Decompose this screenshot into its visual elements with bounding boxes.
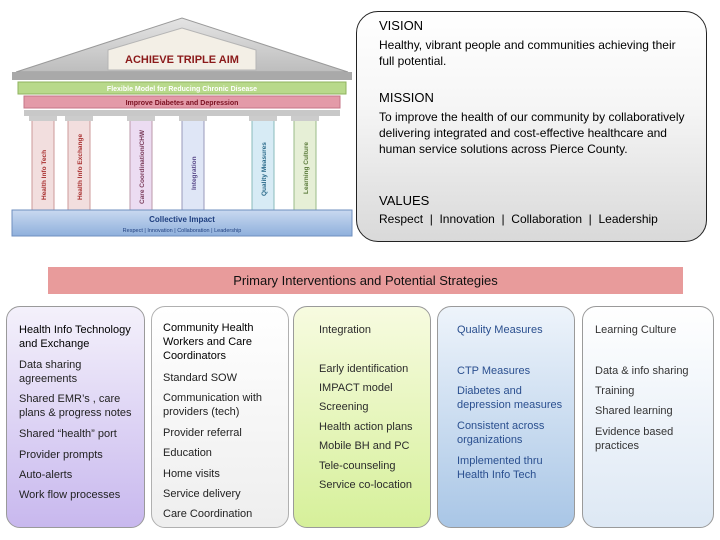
- pillar-label: Care Coordination/CHW: [139, 129, 146, 204]
- list-item: Standard SOW: [163, 372, 237, 384]
- column-heading: Quality Measures: [457, 324, 543, 336]
- pillar-health-info-exchange: Health Info Exchange: [65, 116, 93, 211]
- list-item: Implemented thru Health Info Tech: [457, 455, 543, 481]
- list-item: Work flow processes: [19, 489, 121, 501]
- temple-base-title: Collective Impact: [149, 215, 215, 224]
- pillar-integration: Integration: [179, 116, 207, 211]
- pillar-care-coordination: Care Coordination/CHW: [127, 116, 155, 211]
- column-health-info-technology: Health Info Technology and Exchange Data…: [6, 306, 145, 528]
- list-item: Screening: [319, 401, 369, 413]
- list-item: Data & info sharing: [595, 365, 689, 377]
- column-integration: Integration Early identification IMPACT …: [293, 306, 431, 528]
- column-heading: Integration: [319, 324, 371, 336]
- pillar-quality-measures: Quality Measures: [249, 116, 277, 211]
- pillar-label: Quality Measures: [261, 142, 268, 196]
- vision-text: Healthy, vibrant people and communities …: [379, 38, 676, 68]
- list-item: CTP Measures: [457, 365, 531, 377]
- column-heading: Learning Culture: [595, 324, 677, 336]
- list-item: Mobile BH and PC: [319, 440, 410, 452]
- vision-mission-values-panel: VISION Healthy, vibrant people and commu…: [356, 11, 707, 242]
- values-heading: VALUES: [379, 193, 430, 208]
- pillar-label: Learning Culture: [303, 142, 310, 194]
- list-item: Tele-counseling: [319, 460, 396, 472]
- list-item: Education: [163, 447, 212, 459]
- list-item: Training: [595, 385, 635, 397]
- column-heading: Community Health Workers and Care Coordi…: [163, 322, 254, 362]
- list-item: Shared EMR’s , care plans & progress not…: [19, 393, 132, 419]
- column-quality-measures: Quality Measures CTP Measures Diabetes a…: [437, 306, 575, 528]
- mission-text: To improve the health of our community b…: [379, 110, 685, 156]
- pillar-label: Health Info Exchange: [77, 134, 84, 200]
- temple-pillars: Health Info Tech Health Info Exchange Ca…: [29, 116, 319, 211]
- temple-base: [11, 209, 353, 237]
- list-item: Service co-location: [319, 479, 412, 491]
- column-heading: Health Info Technology and Exchange: [19, 324, 131, 350]
- list-item: Provider prompts: [19, 449, 103, 461]
- column-learning-culture: Learning Culture Data & info sharing Tra…: [582, 306, 714, 528]
- list-item: Consistent across organizations: [457, 420, 545, 446]
- list-item: Communication with providers (tech): [163, 392, 263, 418]
- list-item: Shared learning: [595, 405, 673, 417]
- list-item: Auto-alerts: [19, 469, 73, 481]
- list-item: Data sharing agreements: [19, 359, 82, 385]
- list-item: Home visits: [163, 468, 220, 480]
- list-item: Health action plans: [319, 421, 413, 433]
- list-item: Shared “health” port: [19, 428, 117, 440]
- pillar-learning-culture: Learning Culture: [291, 116, 319, 211]
- temple-band2-label: Improve Diabetes and Depression: [126, 100, 239, 107]
- temple-title: ACHIEVE TRIPLE AIM: [125, 54, 239, 66]
- pillar-health-info-tech: Health Info Tech: [29, 116, 57, 211]
- strategies-banner: Primary Interventions and Potential Stra…: [48, 267, 683, 294]
- list-item: Provider referral: [163, 427, 242, 439]
- list-item: Care Coordination: [163, 508, 253, 520]
- temple-band-improve: [23, 95, 341, 109]
- vision-heading: VISION: [379, 18, 424, 33]
- list-item: Early identification: [319, 363, 409, 375]
- column-community-health-workers: Community Health Workers and Care Coordi…: [151, 306, 289, 528]
- temple-diagram: ACHIEVE TRIPLE AIM Flexible Model for Re…: [11, 17, 353, 237]
- temple-base-values: Respect | Innovation | Collaboration | L…: [123, 228, 242, 234]
- temple-band-flexible-model: [17, 81, 347, 95]
- list-item: Evidence based practices: [595, 426, 674, 452]
- values-text: Respect | Innovation | Collaboration | L…: [379, 212, 658, 226]
- pillar-label: Integration: [191, 156, 198, 190]
- mission-heading: MISSION: [379, 90, 434, 105]
- list-item: IMPACT model: [319, 382, 393, 394]
- list-item: Service delivery: [163, 488, 241, 500]
- list-item: Diabetes and depression measures: [457, 385, 563, 411]
- pillar-label: Health Info Tech: [41, 150, 48, 200]
- temple-band1-label: Flexible Model for Reducing Chronic Dise…: [107, 86, 257, 93]
